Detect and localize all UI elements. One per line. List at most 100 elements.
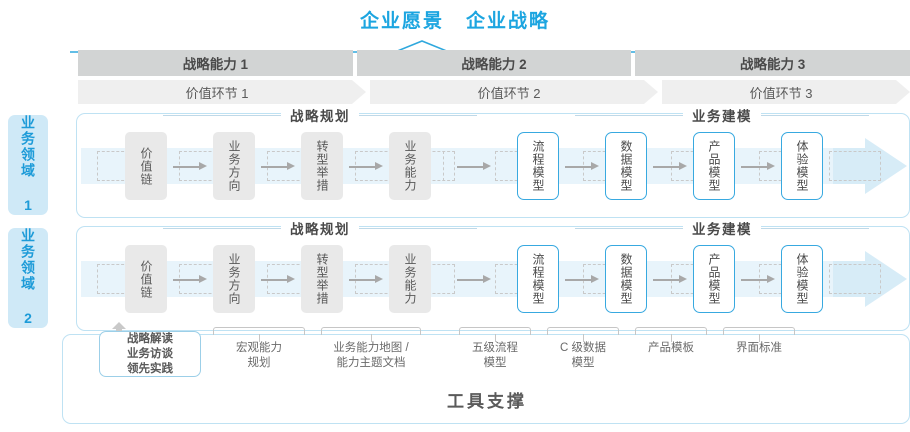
brace-stem	[671, 334, 672, 342]
node-label: 产品模型	[707, 253, 721, 305]
arrow-icon	[349, 275, 383, 284]
domain-tab-2[interactable]: 业务领域 2	[8, 228, 48, 328]
node-label: 体验模型	[795, 253, 809, 305]
node-label: 流程模型	[531, 140, 545, 192]
section-rule-left	[163, 114, 281, 116]
value-chain-cell-2[interactable]: 价值环节 2	[370, 80, 658, 104]
node-label: 产品模型	[707, 140, 721, 192]
section-label-business-modeling: 业务建模	[683, 218, 761, 238]
node-label: 转型举措	[315, 253, 329, 305]
section-label-strategy-planning: 战略规划	[281, 105, 359, 125]
node-label: 数据模型	[619, 140, 633, 192]
section-rule-right	[761, 114, 869, 116]
value-chain-bar: 价值环节 1 价值环节 2 价值环节 3	[78, 80, 910, 104]
node-label: 业务能力	[403, 253, 417, 305]
node-label: 流程模型	[531, 253, 545, 305]
domain-tab-1-label: 业务领域 1	[20, 115, 36, 215]
section-header-strategy-planning-1: 战略规划	[163, 105, 477, 125]
value-chain-cell-3[interactable]: 价值环节 3	[662, 80, 910, 104]
node-label: 转型举措	[315, 140, 329, 192]
tool-item-capability-map[interactable]: 业务能力地图 /能力主题文档	[333, 342, 409, 369]
arrow-icon	[741, 275, 775, 284]
dashed-track-segment	[829, 264, 881, 294]
section-label-business-modeling: 业务建模	[683, 105, 761, 125]
arrow-icon	[457, 275, 491, 284]
node-value-chain[interactable]: 价值链	[125, 132, 167, 200]
tool-item-c-level-data-model[interactable]: C 级数据模型	[560, 342, 606, 369]
diagram-title-row: 企业愿景 企业战略	[0, 6, 910, 33]
node-business-capability[interactable]: 业务能力	[389, 132, 431, 200]
domain-row-2: 战略规划 业务建模 价值链 业务方向 转型举措 业务能力	[76, 218, 910, 331]
node-label: 价值链	[139, 259, 153, 299]
node-business-direction[interactable]: 业务方向	[213, 245, 255, 313]
tool-item-strategy-interpretation[interactable]: 战略解读业务访谈领先实践	[99, 331, 201, 377]
arrow-icon	[173, 275, 207, 284]
value-chain-label-2: 价值环节 2	[477, 85, 541, 101]
section-rule-left	[575, 227, 683, 229]
arrow-icon	[653, 162, 687, 171]
section-header-business-modeling-1: 业务建模	[575, 105, 869, 125]
brace-connector	[459, 327, 531, 335]
section-rule-left	[163, 227, 281, 229]
section-label-strategy-planning: 战略规划	[281, 218, 359, 238]
section-header-strategy-planning-2: 战略规划	[163, 218, 477, 238]
capability-cell-1[interactable]: 战略能力 1	[78, 50, 353, 76]
arrow-icon	[741, 162, 775, 171]
dashed-track-segment	[829, 151, 881, 181]
node-business-capability[interactable]: 业务能力	[389, 245, 431, 313]
section-header-business-modeling-2: 业务建模	[575, 218, 869, 238]
brace-stem	[495, 334, 496, 342]
arrow-icon	[653, 275, 687, 284]
tool-support-title: 工具支撑	[447, 392, 527, 411]
node-transformation-measures[interactable]: 转型举措	[301, 245, 343, 313]
tool-item-macro-capability-planning[interactable]: 宏观能力规划	[236, 342, 282, 369]
tool-item-product-template[interactable]: 产品模板	[648, 342, 694, 354]
arrow-icon	[261, 275, 295, 284]
title-enterprise-strategy: 企业战略	[466, 11, 551, 32]
section-rule-right	[359, 227, 477, 229]
brace-stem	[759, 334, 760, 342]
strategic-capability-bar: 战略能力 1 战略能力 2 战略能力 3	[78, 50, 910, 76]
node-transformation-measures[interactable]: 转型举措	[301, 132, 343, 200]
node-product-model[interactable]: 产品模型	[693, 132, 735, 200]
brace-connector	[635, 327, 707, 335]
node-label: 体验模型	[795, 140, 809, 192]
arrow-icon	[457, 162, 491, 171]
brace-connector	[547, 327, 619, 335]
node-data-model[interactable]: 数据模型	[605, 245, 647, 313]
section-rule-right	[761, 227, 869, 229]
node-value-chain[interactable]: 价值链	[125, 245, 167, 313]
tool-item-five-level-process-model[interactable]: 五级流程模型	[472, 342, 518, 369]
node-business-direction[interactable]: 业务方向	[213, 132, 255, 200]
domain-tab-1[interactable]: 业务领域 1	[8, 115, 48, 215]
node-label: 数据模型	[619, 253, 633, 305]
arrow-icon	[173, 162, 207, 171]
arrow-icon	[565, 162, 599, 171]
node-process-model[interactable]: 流程模型	[517, 245, 559, 313]
domain-tab-2-label: 业务领域 2	[20, 228, 36, 328]
value-chain-cell-1[interactable]: 价值环节 1	[78, 80, 366, 104]
node-experience-model[interactable]: 体验模型	[781, 132, 823, 200]
brace-connector	[321, 327, 421, 335]
node-experience-model[interactable]: 体验模型	[781, 245, 823, 313]
node-label: 业务能力	[403, 140, 417, 192]
title-enterprise-vision: 企业愿景	[359, 11, 444, 32]
brace-connector	[723, 327, 795, 335]
arrow-icon	[349, 162, 383, 171]
upward-arrow-icon	[112, 322, 126, 338]
capability-cell-3[interactable]: 战略能力 3	[635, 50, 910, 76]
node-process-model[interactable]: 流程模型	[517, 132, 559, 200]
brace-stem	[371, 334, 372, 342]
brace-stem	[583, 334, 584, 342]
arrow-icon	[261, 162, 295, 171]
node-data-model[interactable]: 数据模型	[605, 132, 647, 200]
node-label: 业务方向	[227, 253, 241, 305]
node-label: 业务方向	[227, 140, 241, 192]
node-product-model[interactable]: 产品模型	[693, 245, 735, 313]
capability-cell-2[interactable]: 战略能力 2	[356, 50, 632, 76]
arrow-icon	[565, 275, 599, 284]
tool-item-interface-standard[interactable]: 界面标准	[736, 342, 782, 354]
brace-stem	[259, 334, 260, 342]
value-chain-label-1: 价值环节 1	[185, 85, 249, 101]
